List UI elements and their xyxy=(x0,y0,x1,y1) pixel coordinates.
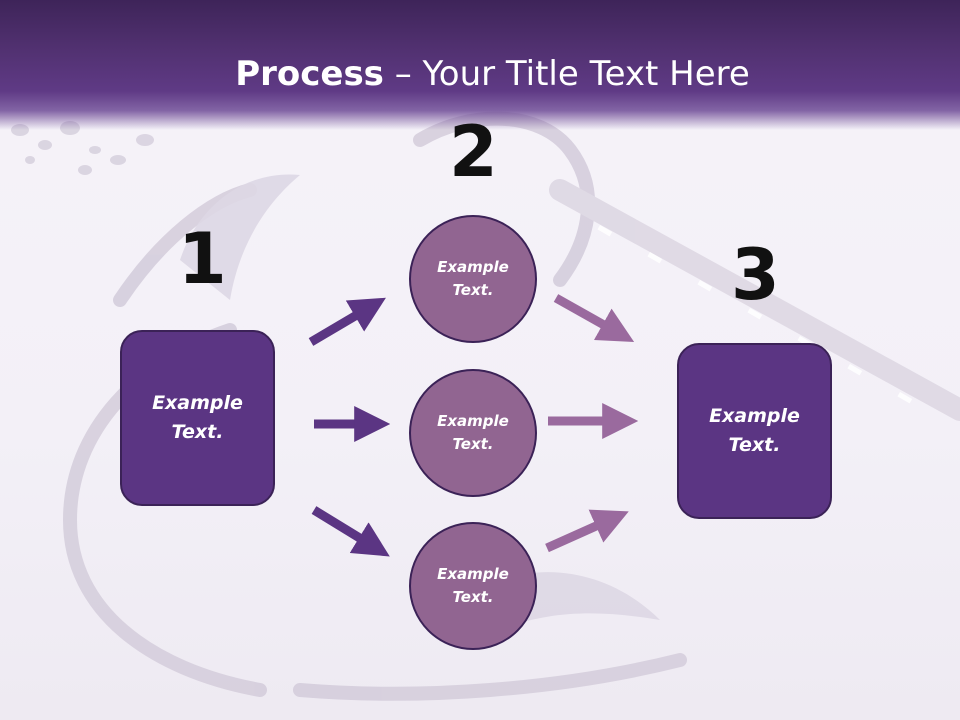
slide-title: Process – Your Title Text Here xyxy=(0,52,960,96)
title-rest: – Your Title Text Here xyxy=(383,54,750,94)
step-number-2: 2 xyxy=(449,111,498,193)
process-circle-top-label: Example Text. xyxy=(437,258,509,299)
process-circle-middle: Example Text. xyxy=(409,369,537,497)
step-number-1: 1 xyxy=(178,218,227,300)
process-box-end: Example Text. xyxy=(677,343,832,519)
process-circle-middle-label: Example Text. xyxy=(437,412,509,453)
process-circle-top: Example Text. xyxy=(409,215,537,343)
process-box-start-label: Example Text. xyxy=(152,392,243,443)
title-bar xyxy=(0,0,960,130)
step-number-3: 3 xyxy=(731,234,780,316)
process-box-start: Example Text. xyxy=(120,330,275,506)
title-bold: Process xyxy=(235,54,384,94)
process-circle-bottom: Example Text. xyxy=(409,522,537,650)
process-circle-bottom-label: Example Text. xyxy=(437,565,509,606)
process-box-end-label: Example Text. xyxy=(709,405,800,456)
